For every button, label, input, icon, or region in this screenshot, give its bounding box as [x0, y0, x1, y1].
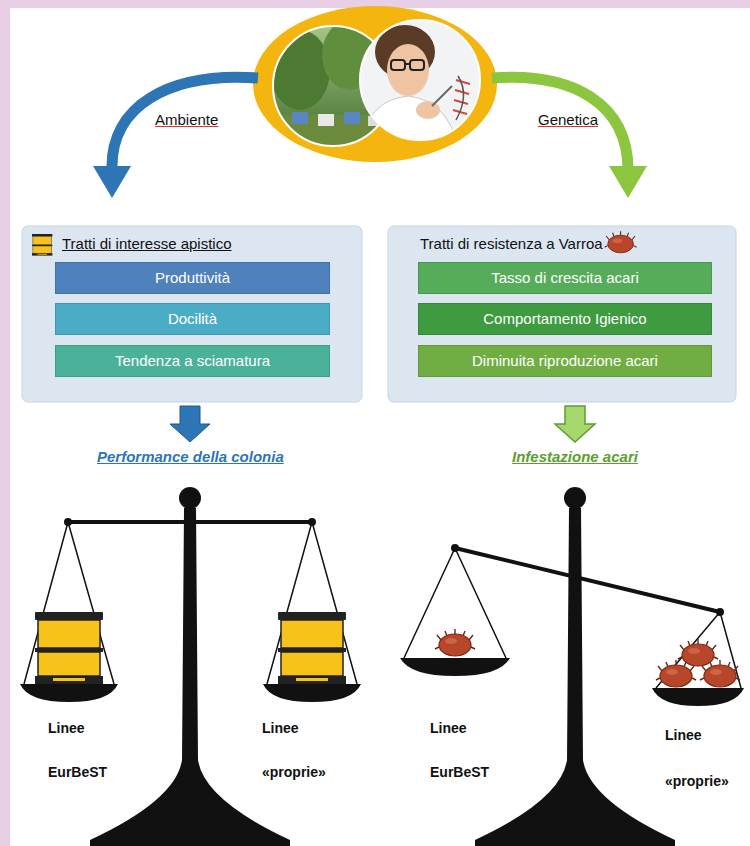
box-label: Tasso di crescita acari: [491, 269, 639, 287]
panel-heading: Tratti di interesse apistico: [62, 234, 232, 254]
emblem: [253, 6, 497, 162]
trait-box: Produttività: [55, 262, 330, 294]
panel-ground: [388, 226, 736, 402]
line-label: Linee EurBeST: [48, 706, 128, 794]
trait-box: Docilità: [55, 303, 330, 335]
genetics-arrow: [492, 77, 647, 198]
trait-panel: Tratti di interesse apisticoProduttività…: [22, 226, 362, 402]
box-label: Produttività: [155, 269, 230, 287]
box-label: Tendenza a sciamatura: [115, 352, 270, 370]
box-label: Comportamento Igienico: [483, 310, 646, 328]
resistance-box: Comportamento Igienico: [418, 303, 712, 335]
balance-scale: [400, 487, 744, 846]
resistance-box: Diminuita riproduzione acari: [418, 345, 712, 377]
line-label: Linee EurBeST: [430, 706, 510, 794]
hive-icon: [32, 234, 52, 256]
line-label: Linee «proprie»: [665, 712, 743, 804]
panel-heading: Tratti di resistenza a Varroa: [420, 234, 603, 254]
resistance-panel: Tratti di resistenza a VarroaTasso di cr…: [388, 226, 736, 402]
down-arrow: [170, 406, 210, 442]
result-heading: Infestazione acari: [512, 447, 638, 467]
line-label: Linee «proprie»: [262, 706, 342, 794]
result-heading: Performance della colonia: [97, 447, 284, 467]
resistance-box: Tasso di crescita acari: [418, 262, 712, 294]
arrow-label: Ambiente: [155, 110, 218, 130]
balance-scale: [20, 487, 361, 846]
down-arrow: [555, 406, 595, 442]
panel-ground: [22, 226, 362, 402]
box-label: Diminuita riproduzione acari: [472, 352, 658, 370]
trait-box: Tendenza a sciamatura: [55, 345, 330, 377]
mite-icon: [605, 231, 637, 253]
box-label: Docilità: [168, 310, 217, 328]
environment-arrow: [93, 77, 258, 198]
lab-photo: [355, 15, 485, 145]
arrow-label: Genetica: [538, 110, 598, 130]
